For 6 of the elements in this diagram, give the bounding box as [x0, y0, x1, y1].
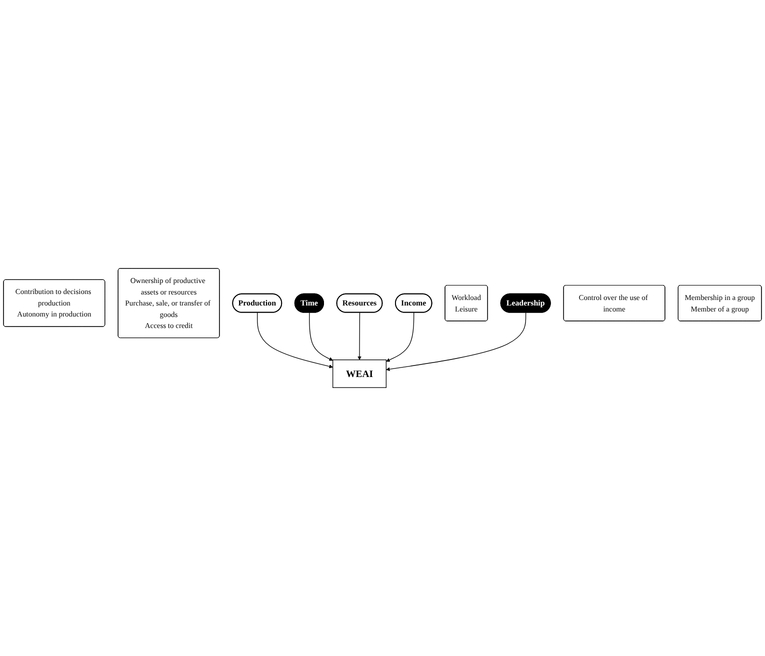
node-box: WEAI: [332, 360, 387, 388]
arrow: [386, 312, 414, 362]
arrow: [309, 312, 333, 361]
arrow: [358, 312, 362, 360]
arrow: [257, 312, 333, 368]
arrow: [386, 312, 526, 372]
